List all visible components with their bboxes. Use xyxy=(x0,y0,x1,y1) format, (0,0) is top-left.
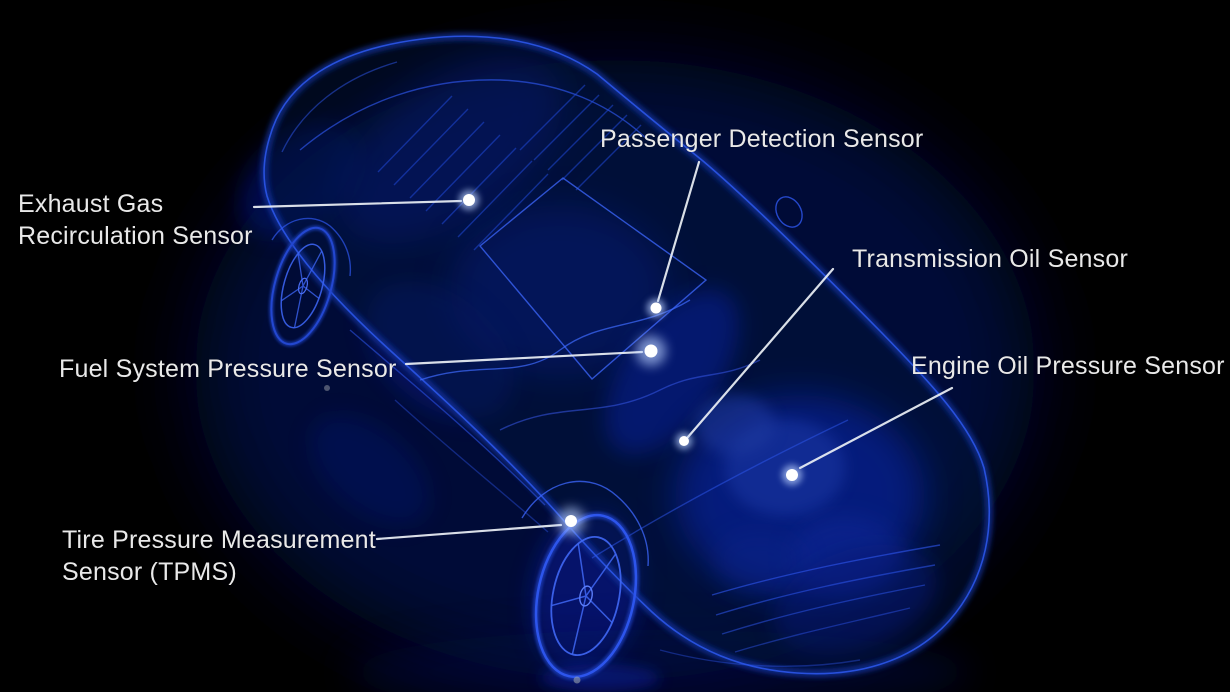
passenger-detection-sensor-dot xyxy=(650,302,662,314)
exhaust-gas-recirculation-sensor-leader-line xyxy=(252,199,463,209)
rear-left-wheel xyxy=(268,225,338,347)
tire-pressure-measurement-sensor-dot xyxy=(565,515,577,527)
fuel-system-pressure-sensor-leader-line xyxy=(404,350,644,366)
dust-specks xyxy=(324,385,581,684)
exhaust-gas-recirculation-sensor-dot xyxy=(463,194,475,206)
engine-oil-pressure-sensor-dot xyxy=(786,469,798,481)
car-body-outline xyxy=(261,33,993,677)
fuel-system-pressure-sensor-dot xyxy=(644,344,658,358)
transmission-oil-sensor-dot xyxy=(679,436,689,446)
passenger-detection-sensor-leader-line xyxy=(656,160,701,303)
front-left-wheel xyxy=(532,511,640,681)
transmission-oil-sensor-leader-line xyxy=(686,267,835,439)
engine-oil-pressure-sensor-leader-line xyxy=(798,386,954,470)
tire-pressure-measurement-sensor-leader-line xyxy=(375,523,563,541)
